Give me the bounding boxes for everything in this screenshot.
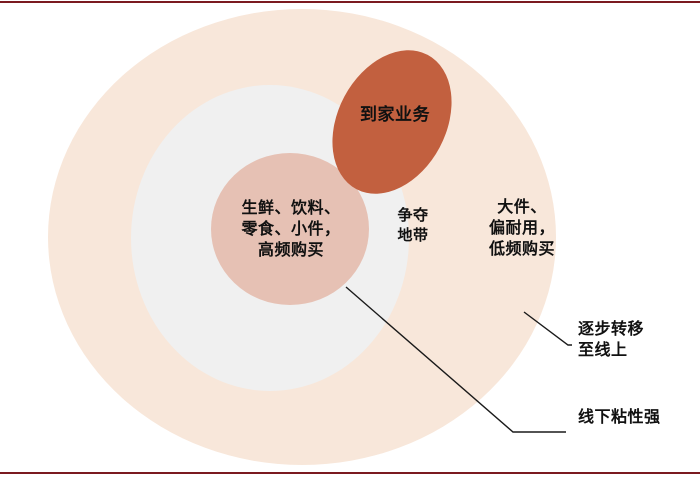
to-home-business-ellipse	[332, 50, 452, 194]
label-offline-sticky-callout: 线下粘性强	[578, 409, 661, 426]
label-shift-online-callout: 逐步转移 至线上	[578, 321, 645, 360]
label-to-home-business: 到家业务	[360, 105, 430, 124]
label-outer-categories: 大件、 偏耐用， 低频购买	[488, 199, 555, 259]
leader-line-shift-online	[523, 311, 572, 346]
label-core-categories: 生鲜、饮料、 零食、小件， 高频购买	[241, 200, 341, 260]
core-ring-ellipse	[211, 153, 369, 305]
top-divider-rule	[0, 1, 700, 3]
label-contested-zone: 争夺 地带	[397, 208, 429, 244]
leader-line-offline-sticky	[345, 286, 566, 433]
bottom-divider-rule	[0, 472, 700, 474]
